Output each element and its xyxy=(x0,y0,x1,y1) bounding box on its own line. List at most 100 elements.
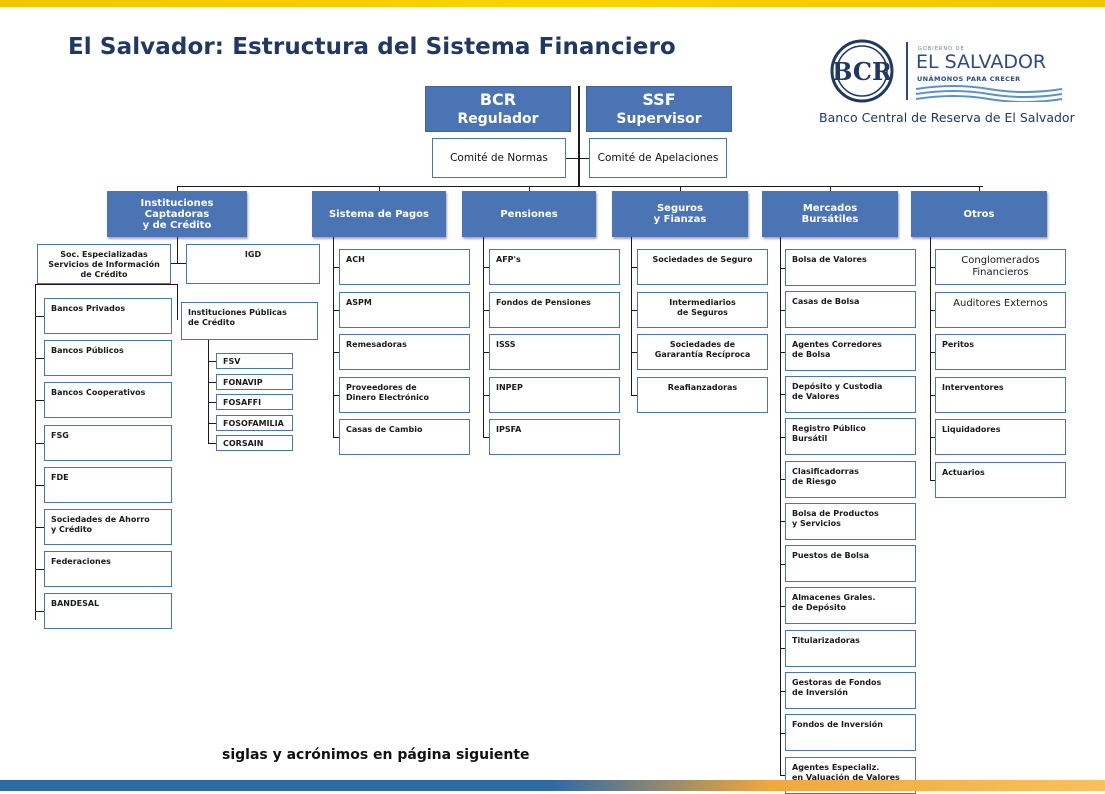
mercados-tick xyxy=(780,521,785,523)
publicas-item: FSV xyxy=(216,353,293,369)
otros-tick xyxy=(930,437,935,438)
mercados-tick xyxy=(780,563,785,565)
ssf-label: SSF xyxy=(642,90,676,109)
captadoras-left-rail xyxy=(35,284,36,620)
mercados-tick xyxy=(780,394,785,396)
pensiones-tick xyxy=(483,394,489,396)
captadoras-tick xyxy=(35,358,44,360)
pensiones-tick xyxy=(483,437,489,438)
captadoras-tick xyxy=(35,611,44,613)
publicas-stem xyxy=(177,284,178,320)
publicas-tick xyxy=(208,361,216,362)
bcr-box: BCR Regulador xyxy=(425,86,571,132)
otros-tick xyxy=(930,352,935,353)
bcr-full-name: Banco Central de Reserva de El Salvador xyxy=(819,110,1075,125)
comite-apelaciones-box: Comité de Apelaciones xyxy=(589,138,727,178)
mercados-item: Agentes Corredores de Bolsa xyxy=(785,333,916,371)
seguros-tick xyxy=(631,309,637,311)
mercados-item: Almacenes Grales. de Depósito xyxy=(785,587,916,625)
pagos-item: ASPM xyxy=(339,291,470,328)
publicas-tick xyxy=(208,381,216,383)
publicas-tick xyxy=(208,443,216,444)
category-bus xyxy=(177,186,983,187)
top-accent-bar xyxy=(0,0,1105,7)
slogan: UNÁMONOS PARA CRECER xyxy=(917,75,1021,83)
captadoras-item: FDE xyxy=(44,466,172,503)
ssf-box: SSF Supervisor xyxy=(586,86,732,132)
captadoras-tick xyxy=(35,527,44,528)
mercados-tick xyxy=(780,775,785,777)
soc-especializadas-box: Soc. Especializadas Servicios de Informa… xyxy=(37,244,171,284)
captadoras-tick xyxy=(35,569,44,571)
captadoras-item: BANDESAL xyxy=(44,593,172,630)
seguros-tick xyxy=(631,267,637,268)
category-header-2: Pensiones xyxy=(462,191,596,237)
pagos-item: Proveedores de Dinero Electrónico xyxy=(339,376,470,413)
pagos-tick xyxy=(333,267,339,268)
mercados-tick xyxy=(780,267,785,269)
pensiones-item: ISSS xyxy=(489,334,620,370)
ssf-role: Supervisor xyxy=(616,111,702,127)
comite-normas-box: Comité de Normas xyxy=(432,138,566,178)
normas-connector xyxy=(566,158,578,159)
mercados-item: Casas de Bolsa xyxy=(785,291,916,329)
captadoras-branch xyxy=(35,284,177,285)
footnote: siglas y acrónimos en página siguiente xyxy=(222,747,530,763)
category-drop-3 xyxy=(680,186,681,191)
mercados-tick xyxy=(780,732,785,734)
otros-item: Peritos xyxy=(935,334,1066,370)
category-drop-4 xyxy=(830,186,831,191)
captadoras-tick xyxy=(35,400,44,402)
seguros-item: Sociedades de Seguro xyxy=(637,249,768,285)
otros-tick xyxy=(930,267,935,268)
bcr-logo-icon: BCR xyxy=(830,39,894,103)
category-drop-0 xyxy=(177,186,178,191)
otros-item: Liquidadores xyxy=(935,419,1066,455)
mercados-tick xyxy=(780,479,785,480)
pensiones-item: Fondos de Pensiones xyxy=(489,291,620,328)
bottom-accent-bar xyxy=(0,780,1105,791)
seguros-item: Reafianzadoras xyxy=(637,376,768,413)
otros-item: Actuarios xyxy=(935,461,1066,498)
mercados-item: Puestos de Bolsa xyxy=(785,545,916,583)
instituciones-publicas-box: Instituciones Públicas de Crédito xyxy=(181,302,318,340)
pensiones-tick xyxy=(483,309,489,311)
captadoras-item: Bancos Públicos xyxy=(44,340,172,377)
logo-divider xyxy=(906,42,908,100)
bcr-logo-text: BCR xyxy=(832,57,893,86)
mercados-item: Gestoras de Fondos de Inversión xyxy=(785,672,916,709)
pagos-tick xyxy=(333,352,339,353)
otros-item: Conglomerados Financieros xyxy=(935,249,1066,285)
publicas-rail xyxy=(208,340,209,444)
mercados-tick xyxy=(780,690,785,692)
captadoras-stem xyxy=(177,237,178,263)
el-salvador-logo: EL SALVADOR xyxy=(916,51,1047,73)
publicas-item: FONAVIP xyxy=(216,373,293,390)
category-header-4: Mercados Bursátiles xyxy=(762,191,898,237)
pensiones-item: IPSFA xyxy=(489,419,620,455)
mercados-tick xyxy=(780,605,785,607)
mercados-item: Titularizadoras xyxy=(785,629,916,667)
mercados-item: Depósito y Custodia de Valores xyxy=(785,375,916,413)
mercados-tick xyxy=(780,436,785,438)
captadoras-tick xyxy=(35,484,44,486)
category-drop-5 xyxy=(979,186,980,191)
publicas-item: FOSOFAMILIA xyxy=(216,414,293,431)
seguros-tick xyxy=(631,394,637,396)
otros-rail xyxy=(930,237,931,480)
mercados-item: Bolsa de Productos y Servicios xyxy=(785,502,916,540)
captadoras-item: Federaciones xyxy=(44,551,172,588)
soc-igd-connector xyxy=(171,263,186,264)
mercados-rail xyxy=(780,237,781,776)
bcr-label: BCR xyxy=(479,90,517,109)
publicas-item: CORSAIN xyxy=(216,435,293,451)
category-drop-2 xyxy=(529,186,530,191)
central-connector xyxy=(578,86,580,186)
pagos-item: ACH xyxy=(339,249,470,285)
pensiones-tick xyxy=(483,352,489,353)
pensiones-item: INPEP xyxy=(489,376,620,413)
apelaciones-connector xyxy=(580,158,589,159)
mercados-item: Clasificadorras de Riesgo xyxy=(785,460,916,498)
pagos-item: Casas de Cambio xyxy=(339,419,470,455)
